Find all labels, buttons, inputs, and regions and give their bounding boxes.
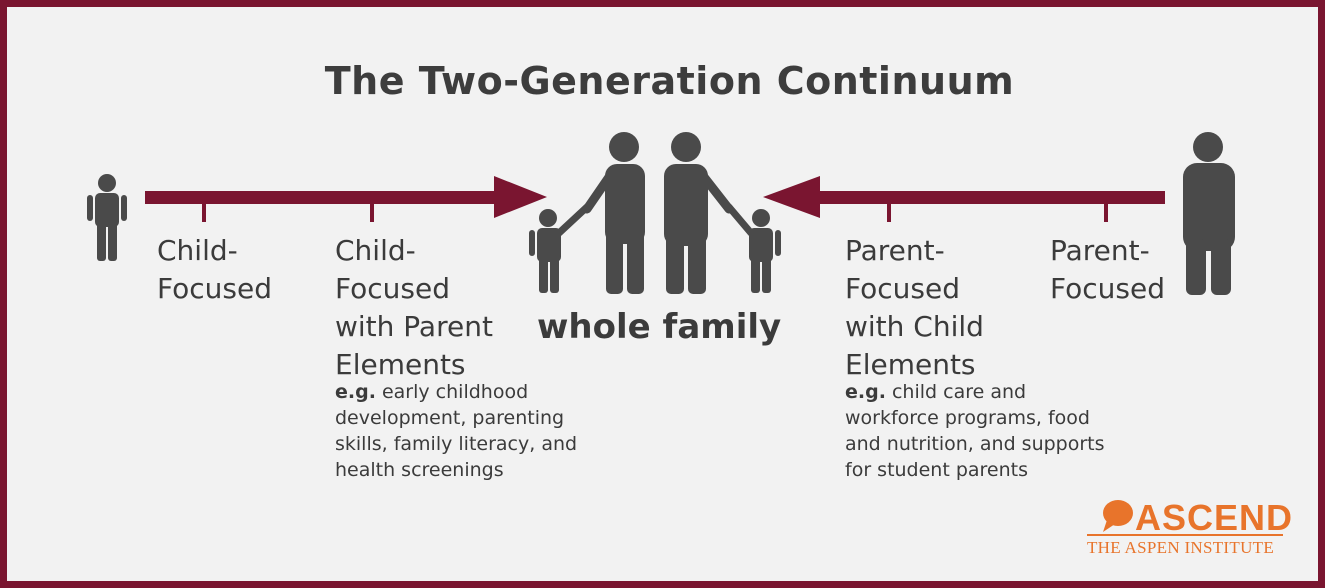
speech-bubble-icon [1103,500,1133,532]
adult-figure-icon [1183,132,1235,295]
logo-ascend: ASCEND [1135,497,1294,538]
example-right: e.g. child care and workforce programs, … [845,381,1105,481]
right-arrow [763,176,1165,222]
label-child-focused: Child- Focused [157,234,272,305]
tick-child-focused [202,204,206,222]
child-figure-icon [87,174,127,261]
diagram-title: The Two-Generation Continuum [324,59,1015,103]
label-child-focused-with-parent: Child- Focused with Parent Elements [335,234,493,381]
tick-parent-focused-child [887,204,891,222]
logo-aspen-institute: THE ASPEN INSTITUTE [1087,538,1275,557]
label-whole-family: whole family [537,307,782,347]
tick-child-focused-parent [370,204,374,222]
whole-family-icon [529,132,781,294]
label-parent-focused-with-child: Parent- Focused with Child Elements [845,234,984,381]
example-left: e.g. early childhood development, parent… [335,381,578,481]
logo-divider [1087,534,1283,536]
left-arrow [145,176,547,222]
tick-parent-focused [1104,204,1108,222]
continuum-graphic [87,132,1235,295]
label-parent-focused: Parent- Focused [1050,234,1165,305]
